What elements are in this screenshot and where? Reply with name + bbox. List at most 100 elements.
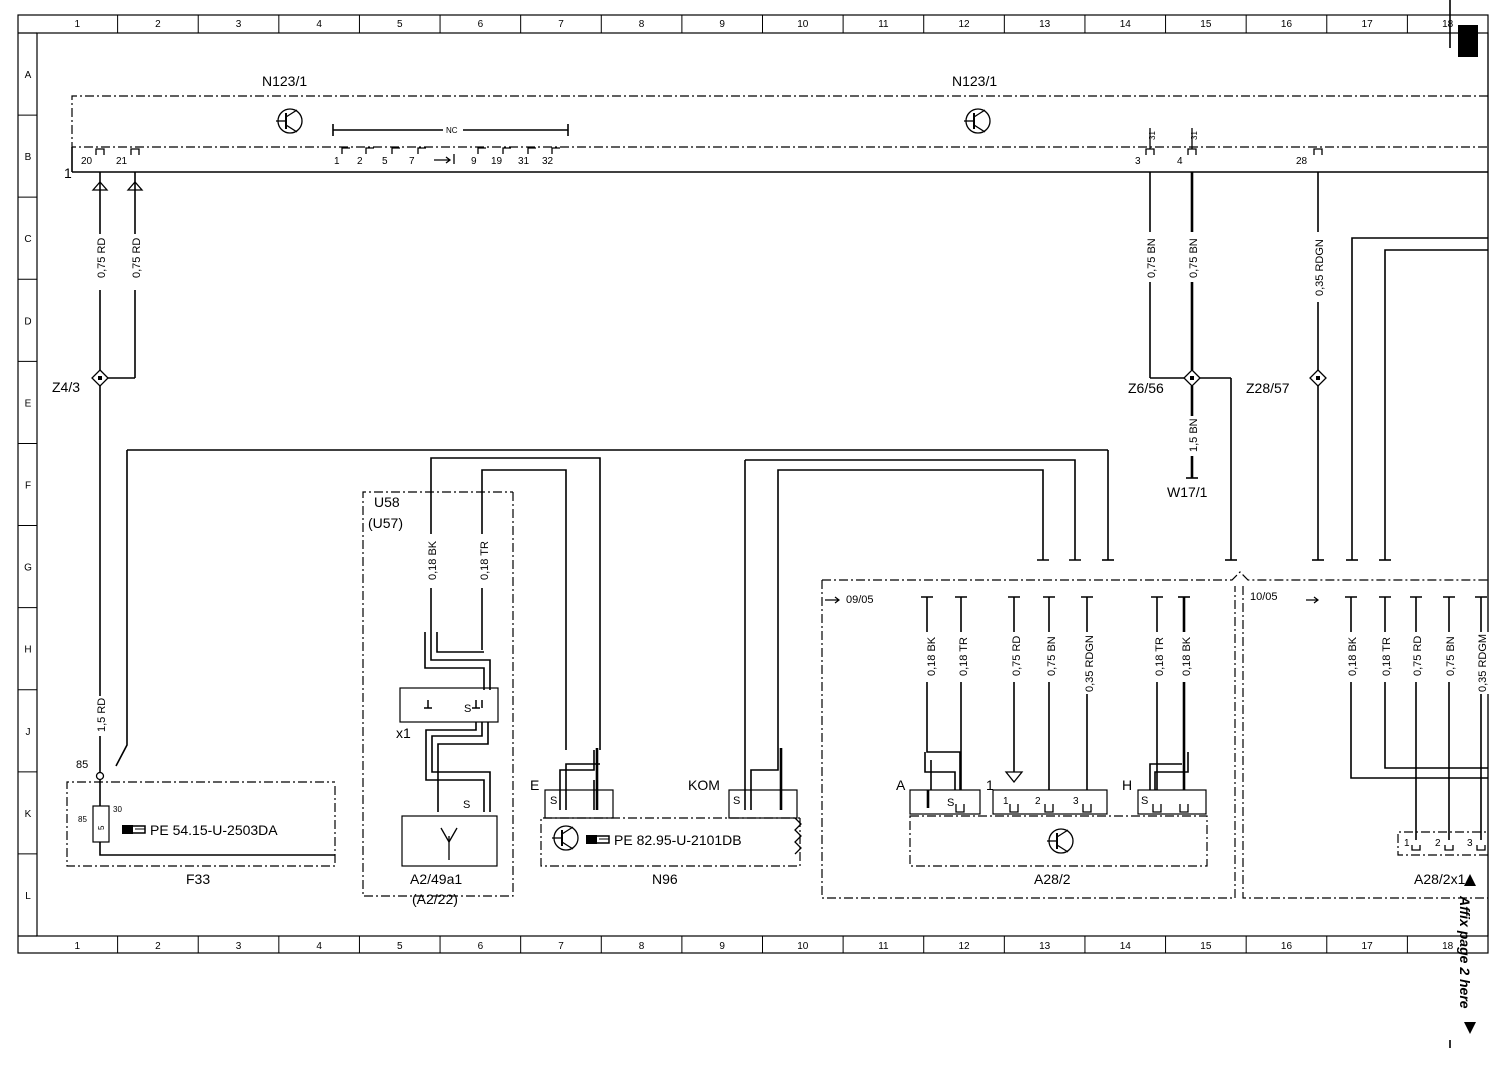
grid-row-letter: L	[25, 891, 31, 902]
pin-31-top-b: 31	[1190, 131, 1199, 140]
antenna-icon	[440, 827, 458, 860]
grid-row-letter: C	[24, 234, 31, 245]
pin-4: 4	[1177, 156, 1183, 167]
pin-1: 1	[334, 156, 340, 167]
grid-row-letter: F	[25, 481, 31, 492]
x1-label: x1	[396, 725, 411, 741]
pin-85-label: 85	[76, 759, 88, 771]
wire-label: 0,18 BK	[427, 540, 439, 580]
pin-3: 3	[1135, 156, 1141, 167]
wire-label: 0,35 RDGN	[1314, 239, 1326, 296]
f33-label: F33	[186, 871, 210, 887]
f33-pin-5: 5	[97, 825, 106, 830]
pin-20: 20	[81, 156, 93, 167]
grid-column-number: 18	[1442, 19, 1454, 30]
grid-column-number: 14	[1120, 19, 1132, 30]
wire-label: 0,75 RD	[1011, 636, 1023, 676]
z4-wiring: Z4/3 0,75 RD 0,75 RD 1,5 RD 85	[52, 172, 1114, 781]
f33-pin-30: 30	[113, 805, 122, 814]
a28-pin-1: 1	[1003, 796, 1009, 807]
n96-reference: PE 82.95-U-2101DB	[614, 832, 742, 848]
grid-column-number: 11	[878, 941, 889, 952]
transistor-icon	[552, 825, 579, 851]
grid-column-number: 5	[397, 19, 403, 30]
wire-label: 0,75 RD	[131, 238, 143, 278]
reference-hand-icon	[122, 825, 146, 834]
grid-column-number: 14	[1120, 941, 1132, 952]
wire-label: 0,35 RDGN	[1084, 635, 1096, 692]
pin-5: 5	[382, 156, 388, 167]
n96-e-label: E	[530, 777, 539, 793]
grid-column-number: 17	[1362, 19, 1374, 30]
grid-column-number: 13	[1039, 941, 1051, 952]
n123-unit: N123/1 N123/1 1 NC 20 2	[64, 73, 1488, 181]
pin-31: 31	[518, 156, 530, 167]
grid-column-number: 2	[155, 19, 161, 30]
wire-label: 0,35 RDGM	[1477, 634, 1489, 692]
f33-relay: 85 30 5 PE 54.15-U-2503DA F33	[66, 780, 336, 887]
wire-label: 0,18 TR	[1381, 637, 1393, 676]
x1-shield-s: S	[464, 703, 471, 715]
grid-column-number: 15	[1200, 19, 1212, 30]
a28-shield-a-s: S	[947, 797, 954, 809]
wire-label: 1,5 BN	[1188, 418, 1200, 452]
nc-label: NC	[446, 126, 458, 135]
x1-pin-3: 3	[1467, 838, 1473, 849]
grid-row-letter: K	[25, 809, 32, 820]
grid-column-number: 4	[316, 19, 322, 30]
a28-h-label: H	[1122, 777, 1132, 793]
grid-column-number: 13	[1039, 19, 1051, 30]
transistor-icon	[276, 108, 303, 134]
pin-row-marker: 1	[64, 165, 72, 181]
grid-column-number: 9	[719, 941, 725, 952]
grid-row-letter: J	[26, 727, 31, 738]
n96-shield-e-s: S	[550, 795, 557, 807]
wire-label: 0,18 BK	[1181, 636, 1193, 676]
wire-label: 0,18 TR	[1154, 637, 1166, 676]
u57-label: (U57)	[368, 515, 403, 531]
grid-column-number: 1	[75, 941, 81, 952]
n96-module: S E S KOM PE 82.95-U-2101DB N96	[530, 459, 1081, 887]
n96-kom-label: KOM	[688, 777, 720, 793]
x1-pin-1: 1	[1404, 838, 1410, 849]
transistor-icon	[964, 108, 991, 134]
wire-label: 0,75 BN	[1046, 636, 1058, 676]
grid-column-number: 8	[639, 19, 645, 30]
a28-a-label: A	[896, 777, 906, 793]
drawing-frame	[17, 14, 1489, 954]
n123-pins: 20 21 1 2 5 7 9 19 31 32 3 4 28 31 31	[81, 128, 1323, 167]
arrow-down-icon	[1464, 874, 1476, 886]
a28-2x1-label: A28/2x1	[1414, 871, 1466, 887]
wire-label: 0,18 TR	[479, 541, 491, 580]
grid-column-number: 7	[558, 19, 564, 30]
grid-row-letter: E	[25, 398, 32, 409]
f33-reference: PE 54.15-U-2503DA	[150, 822, 278, 838]
grid-column-number: 1	[75, 19, 81, 30]
transistor-icon	[1047, 828, 1074, 854]
grid-column-number: 6	[478, 19, 484, 30]
section-0905: 09/05 10/05 0,18 BK 0,18 TR 0,75 RD 0,75…	[821, 571, 1488, 899]
a2-shield-s: S	[463, 799, 470, 811]
pin-19: 19	[491, 156, 503, 167]
wire-label: 0,75 BN	[1445, 636, 1457, 676]
grid-column-number: 7	[558, 941, 564, 952]
a2-22-label: (A2/22)	[412, 891, 458, 907]
grid-column-number: 11	[878, 19, 889, 30]
a28-shield-h-s: S	[1141, 795, 1148, 807]
grid-row-letter: H	[24, 645, 31, 656]
grid-column-number: 3	[236, 941, 242, 952]
corner-tab	[1458, 25, 1478, 57]
grid-column-number: 8	[639, 941, 645, 952]
grid-column-number: 10	[797, 941, 809, 952]
grid-column-number: 18	[1442, 941, 1454, 952]
grid-row-letter: G	[24, 563, 32, 574]
grid-column-number: 3	[236, 19, 242, 30]
right-upper-wiring: Z6/56 W17/1 Z28/57 0,75 BN 0,75 BN 0,35 …	[1128, 172, 1488, 561]
grid-column-number: 15	[1200, 941, 1212, 952]
grid-column-number: 16	[1281, 19, 1293, 30]
grid-column-number: 2	[155, 941, 161, 952]
z6-label: Z6/56	[1128, 380, 1164, 396]
